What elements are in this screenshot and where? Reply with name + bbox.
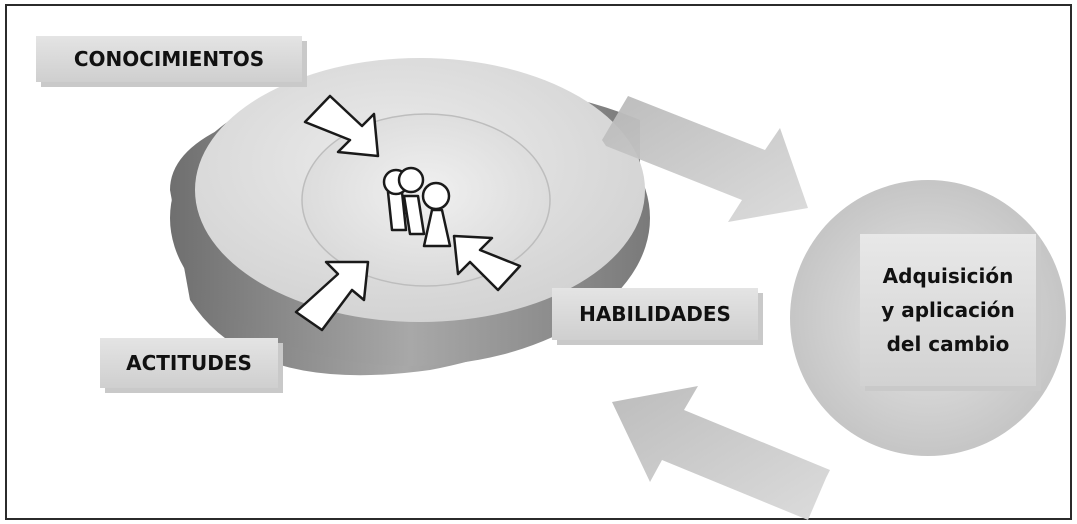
result-line-2: y aplicación <box>881 298 1015 322</box>
arrow-in-icon <box>303 94 380 158</box>
people-icon <box>382 166 452 248</box>
cycle-arrow-icon <box>602 96 808 222</box>
knowledge-label: CONOCIMIENTOS <box>36 36 302 82</box>
arrow-in-icon <box>452 234 522 292</box>
cycle-arrow-icon <box>612 386 830 520</box>
result-line-3: del cambio <box>886 332 1010 356</box>
skills-label: HABILIDADES <box>552 288 758 340</box>
result-line-1: Adquisición <box>882 264 1014 288</box>
attitudes-label: ACTITUDES <box>100 338 278 388</box>
result-label: Adquisición y aplicación del cambio <box>860 234 1036 386</box>
arrow-in-icon <box>294 260 370 332</box>
